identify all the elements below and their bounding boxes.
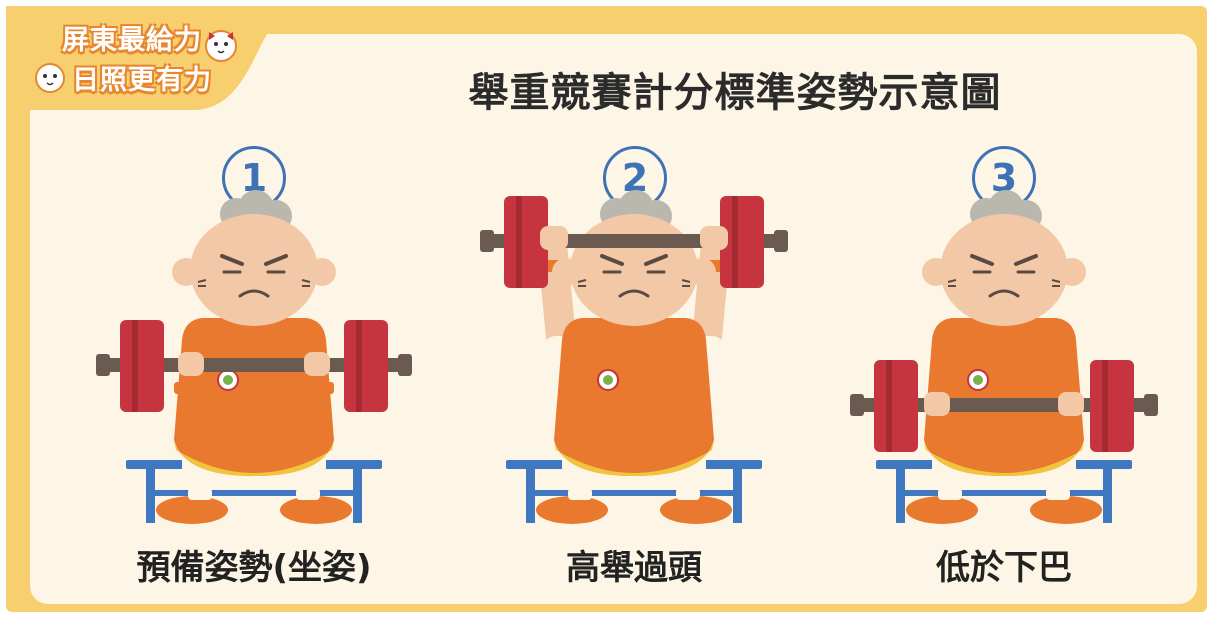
logo-badge [6, 6, 296, 110]
figure-overhead-position [480, 188, 788, 525]
mascot-icon-right [205, 30, 237, 62]
logo-line-2: 日照更有力 [72, 65, 212, 96]
step-2-caption: 高舉過頭 [566, 548, 702, 588]
step-3-caption: 低於下巴 [936, 548, 1072, 588]
step-1-caption: 預備姿勢(坐姿) [136, 548, 372, 588]
logo-line-1: 屏東最給力 [62, 25, 202, 56]
figure-ready-position [96, 188, 412, 525]
page-title: 舉重競賽計分標準姿勢示意圖 [468, 70, 1002, 116]
figure-below-chin-position [850, 188, 1158, 525]
mascot-icon-left [35, 63, 65, 93]
